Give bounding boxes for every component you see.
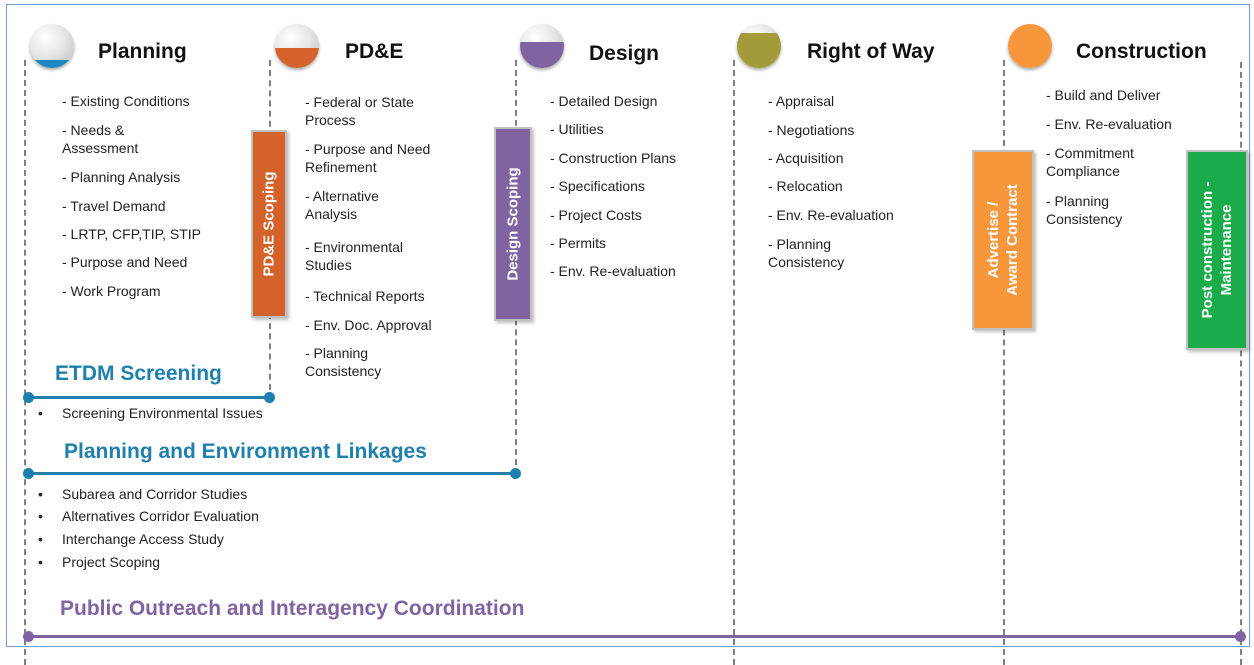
progress-fill [737,32,781,68]
section-title: Planning and Environment Linkages [64,440,427,463]
list-item: - Acquisition [768,150,844,166]
design-progress-icon [520,24,564,68]
list-item: - Build and Deliver [1046,87,1161,103]
progress-fill [30,60,74,68]
separator-line [24,60,26,665]
list-item: - Purpose and Need [62,254,188,270]
list-item: - Planning Consistency [305,345,382,379]
right-of-way-progress-icon [737,24,781,68]
list-item: - Purpose and Need Refinement [305,141,431,175]
list-item: - Detailed Design [550,93,658,109]
list-item: - Specifications [550,178,645,194]
phase-title: PD&E [345,40,404,63]
vertical-label: Advertise / Award Contract [985,184,1021,296]
list-item: - Planning Analysis [62,169,181,185]
section-title: Public Outreach and Interagency Coordina… [60,597,525,620]
list-item: - Planning Consistency [768,236,845,270]
list-item: - Work Program [62,283,161,299]
phase-title: Construction [1076,40,1207,63]
timeline-dot [510,468,521,479]
list-item: - Env. Re-evaluation [550,263,676,279]
phase-title: Planning [98,40,187,63]
timeline-dot [23,631,34,642]
list-item: - Construction Plans [550,150,677,166]
vertical-label: Design Scoping [504,167,522,281]
list-item: - Planning Consistency [1046,193,1123,227]
phase-title: Design [589,42,660,65]
list-item: - Utilities [550,121,604,137]
outreach-timeline [29,635,1241,638]
list-item: - Permits [550,235,606,251]
list-item: - Travel Demand [62,198,166,214]
construction-progress-icon [1008,24,1052,68]
separator-line [733,60,735,665]
list-item: - Federal or State Process [305,94,414,128]
pde-progress-icon [275,24,319,68]
timeline-dot [264,392,275,403]
progress-fill [520,41,564,68]
timeline-dot [1235,631,1246,642]
planning-progress-icon [30,24,74,68]
bullet-item: Subarea and Corridor Studies [38,485,247,503]
separator-line [1240,62,1242,665]
list-item: - Alternative Analysis [305,188,379,222]
list-item: - Appraisal [768,93,835,109]
list-item: - LRTP, CFP,TIP, STIP [62,226,202,242]
etdm-timeline [29,396,269,399]
list-item: - Commitment Compliance [1046,145,1134,179]
progress-fill [1008,24,1052,68]
pel-timeline [29,472,516,475]
vertical-label: Post construction - Maintenance [1199,181,1235,319]
design-scoping-box: Design Scoping [494,127,532,321]
vertical-label: PD&E Scoping [260,171,278,277]
progress-fill [275,48,319,68]
list-item: - Needs & Assessment [62,122,139,156]
bullet-item: Screening Environmental Issues [38,404,263,422]
list-item: - Negotiations [768,122,855,138]
list-item: - Relocation [768,178,843,194]
phase-title: Right of Way [807,40,935,63]
timeline-dot [23,392,34,403]
list-item: - Existing Conditions [62,93,190,109]
bullet-item: Alternatives Corridor Evaluation [38,507,259,525]
bullet-item: Interchange Access Study [38,530,224,548]
separator-line [1003,60,1005,665]
diagram-frame [6,4,1250,647]
list-item: - Env. Re-evaluation [1046,116,1172,132]
section-title: ETDM Screening [55,362,222,385]
bullet-item: Project Scoping [38,553,160,571]
pde-scoping-box: PD&E Scoping [251,130,287,318]
list-item: - Env. Re-evaluation [768,207,894,223]
advertise-award-contract-box: Advertise / Award Contract [972,150,1034,330]
list-item: - Technical Reports [305,288,425,304]
list-item: - Environmental Studies [305,239,404,273]
list-item: - Project Costs [550,207,642,223]
timeline-dot [23,468,34,479]
post-construction-maintenance-box: Post construction - Maintenance [1186,150,1248,350]
list-item: - Env. Doc. Approval [305,317,432,333]
